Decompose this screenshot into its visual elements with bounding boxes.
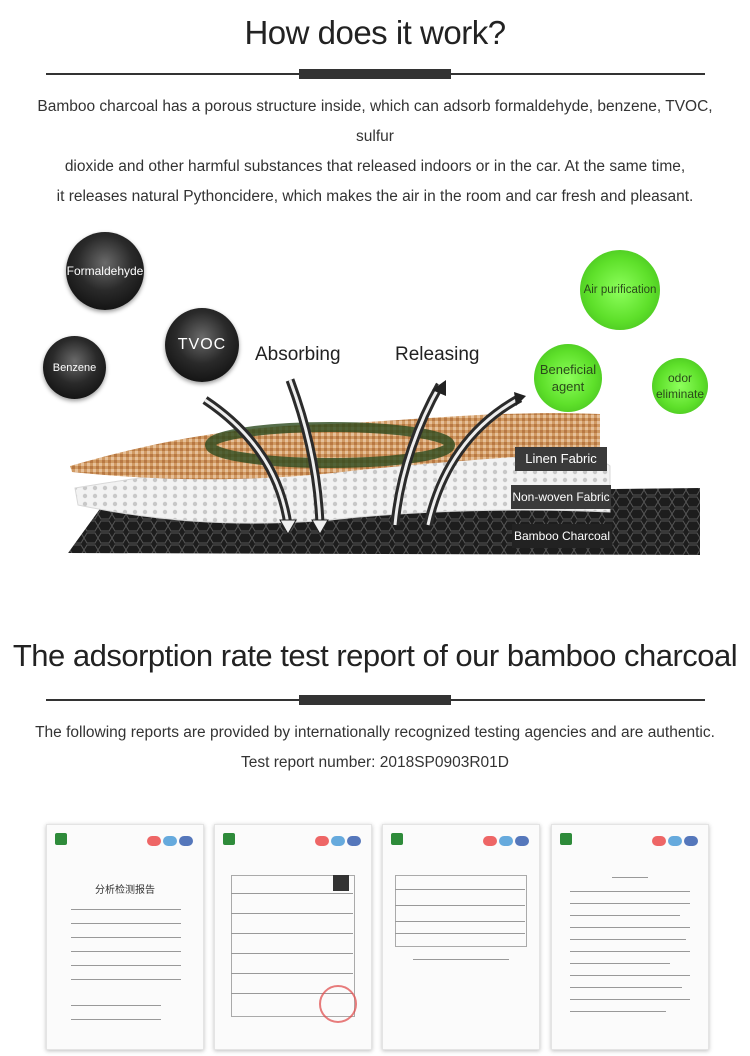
linen-layer [70, 413, 600, 480]
report-page-4 [551, 824, 709, 1050]
odor-eliminate-label: odor eliminate [656, 371, 705, 401]
odor-eliminate-ball: odor eliminate [652, 358, 708, 414]
title-divider-accent-1 [299, 69, 451, 79]
benzene-label: Benzene [52, 361, 97, 374]
accreditation-badges [313, 833, 365, 846]
report-page-2 [214, 824, 372, 1050]
report-intro: The following reports are provided by in… [20, 718, 730, 778]
report-intro-line-1: The following reports are provided by in… [35, 724, 715, 741]
accreditation-badges [481, 833, 533, 846]
lab-logo-icon [391, 833, 403, 845]
bamboo-charcoal-tag: Bamboo Charcoal [512, 524, 612, 548]
absorbing-label: Absorbing [255, 344, 341, 365]
beneficial-agent-ball: Beneficial agent [534, 344, 602, 412]
nonwoven-fabric-tag: Non-woven Fabric [511, 485, 611, 509]
report-page-1: 分析检测报告 [46, 824, 204, 1050]
linen-emblem [205, 422, 455, 468]
accreditation-badges [650, 833, 702, 846]
releasing-label: Releasing [395, 344, 480, 365]
paragraph-line-1: Bamboo charcoal has a porous structure i… [37, 98, 713, 145]
report-page-1-heading: 分析检测报告 [95, 885, 155, 896]
official-stamp-icon [319, 985, 357, 1023]
linen-fabric-tag: Linen Fabric [515, 447, 607, 471]
formaldehyde-ball: Formaldehyde [66, 232, 144, 310]
benzene-ball: Benzene [43, 336, 106, 399]
title-divider-accent-2 [299, 695, 451, 705]
qr-code-icon [333, 875, 349, 891]
paragraph-line-2: dioxide and other harmful substances tha… [64, 158, 686, 175]
absorption-diagram: Formaldehyde Benzene TVOC Absorbing Rele… [0, 220, 750, 570]
lab-logo-icon [560, 833, 572, 845]
air-purification-ball: Air purification [580, 250, 660, 330]
report-number-line: Test report number: 2018SP0903R01D [241, 754, 509, 771]
report-page-3 [382, 824, 540, 1050]
beneficial-agent-label: Beneficial agent [539, 362, 597, 394]
accreditation-badges [145, 833, 197, 846]
lab-logo-icon [55, 833, 67, 845]
air-purification-label: Air purification [583, 284, 657, 296]
paragraph-line-3: it releases natural Pythoncidere, which … [56, 188, 694, 205]
tvoc-label: TVOC [177, 336, 227, 353]
formaldehyde-label: Formaldehyde [66, 264, 144, 278]
section-title-how-it-works: How does it work? [244, 14, 506, 51]
absorb-arrow-1-light [204, 398, 290, 526]
lab-logo-icon [223, 833, 235, 845]
how-it-works-paragraph: Bamboo charcoal has a porous structure i… [20, 92, 730, 212]
tvoc-ball: TVOC [165, 308, 239, 382]
section-title-test-report: The adsorption rate test report of our b… [12, 638, 738, 673]
